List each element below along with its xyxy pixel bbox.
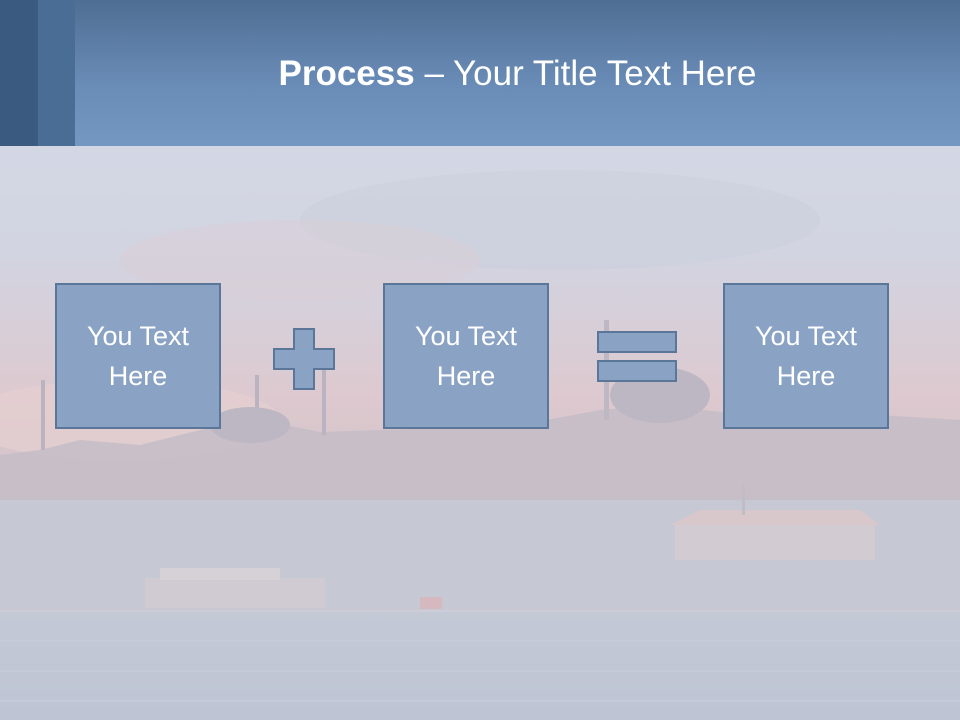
slide-title-bold: Process [278,54,415,93]
plus-icon [273,328,335,390]
slide-title: Process – Your Title Text Here [75,52,960,96]
process-box-2-text: You Text Here [414,321,518,391]
process-box-2[interactable]: You Text Here [383,283,549,429]
title-accent-mid [38,0,75,146]
title-bar [0,0,960,146]
equals-icon [597,331,677,382]
process-box-3[interactable]: You Text Here [723,283,889,429]
slide-title-rest: – Your Title Text Here [414,54,757,93]
process-box-3-text: You Text Here [754,321,858,391]
title-accent-dark [0,0,38,146]
process-box-1[interactable]: You Text Here [55,283,221,429]
process-box-1-text: You Text Here [86,321,190,391]
